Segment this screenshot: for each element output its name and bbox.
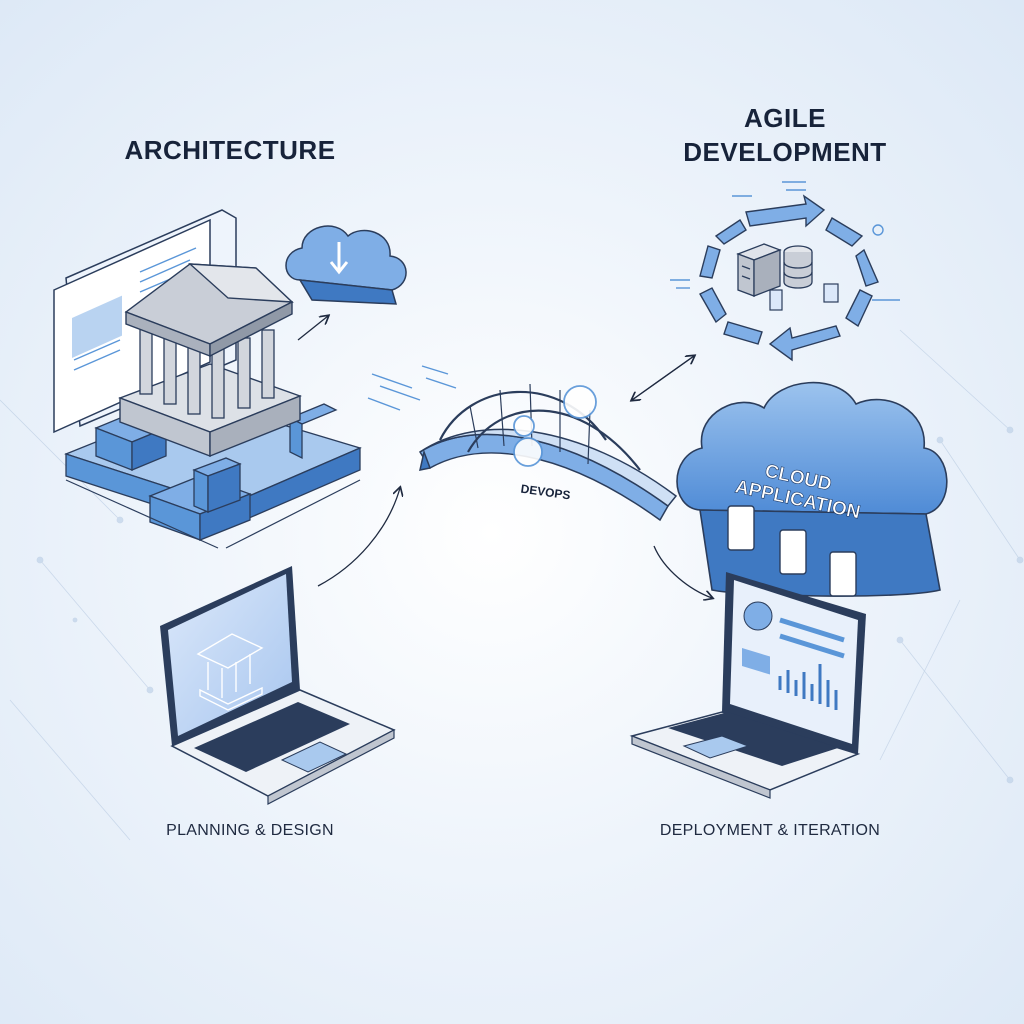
agile-title-line2: DEVELOPMENT bbox=[683, 137, 887, 167]
devops-bridge-illustration: DEVOPS bbox=[367, 365, 678, 522]
data-stream-lines bbox=[367, 365, 457, 411]
mobile-device-icon bbox=[769, 283, 839, 311]
cloud-icon bbox=[676, 381, 948, 515]
server-icon bbox=[736, 243, 782, 297]
architecture-title: ARCHITECTURE bbox=[124, 135, 336, 165]
deployment-iteration-caption: DEPLOYMENT & ITERATION bbox=[659, 822, 881, 839]
bar-chart-icon bbox=[778, 664, 838, 710]
cloud-application-icon: CLOUD APPLICATION bbox=[676, 381, 948, 597]
agile-title-line1: AGILE bbox=[744, 103, 826, 133]
building-columns bbox=[139, 325, 275, 419]
database-icon bbox=[783, 245, 813, 289]
cycle-arrows-icon bbox=[699, 194, 879, 362]
building-icon bbox=[196, 633, 264, 711]
dimension-arrows bbox=[65, 479, 361, 549]
network-background bbox=[0, 329, 1024, 841]
laptop-icon-right bbox=[629, 572, 866, 799]
laptop-icon-left bbox=[160, 566, 396, 805]
cloud-download-icon bbox=[285, 225, 407, 305]
agile-cycle-icon bbox=[670, 181, 900, 362]
building-roof bbox=[124, 263, 294, 358]
mobile-device-icon bbox=[727, 505, 857, 597]
planning-design-caption: PLANNING & DESIGN bbox=[166, 822, 334, 839]
bridge-deck bbox=[418, 428, 678, 522]
bridge-arch bbox=[439, 383, 641, 471]
floating-code-lines bbox=[670, 181, 900, 301]
gear-icons bbox=[513, 385, 597, 467]
arrow-laptop-to-bridge bbox=[317, 488, 400, 587]
architecture-building-illustration bbox=[53, 209, 362, 549]
arrow-bridge-to-cycle-back bbox=[632, 355, 695, 400]
arrow-to-cloud bbox=[297, 316, 328, 341]
arrow-bridge-to-laptop bbox=[653, 545, 712, 598]
agile-development-title: AGILE DEVELOPMENT bbox=[640, 101, 930, 169]
bridge-label: DEVOPS bbox=[520, 482, 571, 503]
